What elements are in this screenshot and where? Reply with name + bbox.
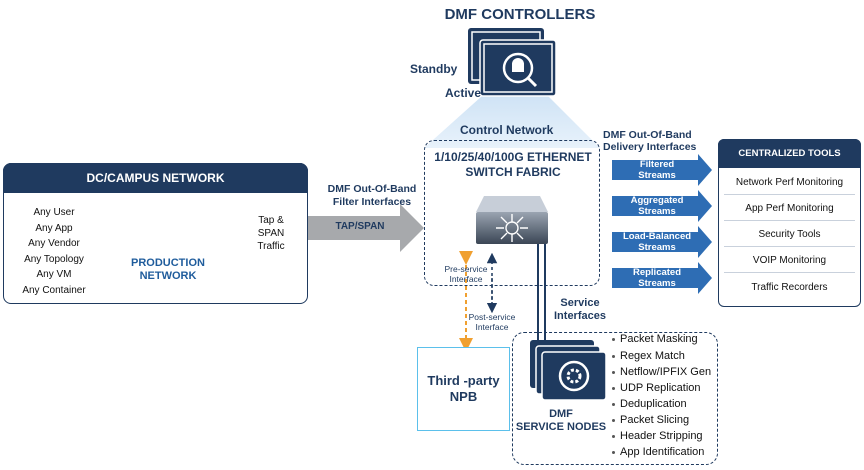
active-label: Active: [445, 86, 482, 100]
control-network-label: Control Network: [460, 123, 554, 137]
svc-item-label: Packet Masking: [620, 333, 698, 345]
tool-item: Network Perf Monitoring: [724, 172, 855, 195]
tap-span-traffic-label: Tap & SPAN Traffic: [244, 214, 298, 253]
production-line2: NETWORK: [139, 270, 197, 282]
filter-line2: Filter Interfaces: [332, 196, 412, 208]
service-line1: Service: [560, 297, 600, 309]
tap-line3: Traffic: [257, 241, 285, 252]
list-item: Packet Slicing: [612, 412, 689, 428]
stream-aggregated: Aggregated Streams: [612, 195, 702, 217]
dc-campus-header: DC/CAMPUS NETWORK: [3, 163, 308, 193]
svc-line2: SERVICE NODES: [515, 421, 607, 433]
switch-fabric-title: 1/10/25/40/100G ETHERNET SWITCH FABRIC: [428, 150, 598, 180]
svc-item-label: Deduplication: [620, 398, 687, 410]
switch-icon: [476, 196, 548, 244]
list-item: Any Topology: [24, 253, 84, 265]
stream-filtered: Filtered Streams: [612, 159, 702, 181]
filter-line1: DMF Out-Of-Band: [327, 183, 417, 195]
delivery-line2: Delivery Interfaces: [603, 141, 697, 153]
bullet-icon: [612, 386, 615, 390]
production-line1: PRODUCTION: [131, 257, 205, 269]
dc-campus-list: Any User Any App Any Vendor Any Topology…: [14, 205, 94, 298]
standby-label: Standby: [410, 62, 458, 76]
list-item: App Identification: [612, 444, 704, 460]
list-item: Regex Match: [612, 348, 685, 364]
stream-load-balanced: Load-Balanced Streams: [612, 231, 702, 253]
list-item: Header Stripping: [612, 428, 703, 444]
svc-item-label: App Identification: [620, 446, 705, 458]
svc-item-label: Packet Slicing: [620, 414, 690, 426]
list-item: Netflow/IPFIX Gen: [612, 364, 711, 380]
third-party-npb-box: [417, 347, 510, 431]
list-item: Any App: [35, 222, 73, 234]
switch-fabric-box: [424, 140, 600, 286]
post-line2: Interface: [475, 322, 509, 332]
fabric-title-line1: 1/10/25/40/100G ETHERNET: [434, 150, 592, 164]
bullet-icon: [612, 370, 615, 374]
svc-line1: DMF: [549, 408, 573, 420]
stream-line1: Filtered: [639, 159, 675, 170]
pre-line1: Pre-service: [444, 264, 488, 274]
stream-line2: Streams: [638, 206, 676, 217]
bullet-icon: [612, 337, 615, 341]
bullet-icon: [612, 418, 615, 422]
list-item: Any Vendor: [28, 238, 80, 249]
pre-service-label: Pre-service Interface: [436, 264, 496, 284]
bullet-icon: [612, 450, 615, 454]
svc-item-label: Regex Match: [620, 350, 685, 362]
stream-line2: Streams: [638, 170, 676, 181]
service-nodes-box: [512, 332, 718, 465]
controller-active-icon: [479, 39, 557, 97]
stream-replicated: Replicated Streams: [612, 267, 702, 289]
npb-line1: Third -party: [427, 373, 500, 388]
delivery-stream-arrows: [612, 154, 712, 294]
tool-item: Traffic Recorders: [751, 282, 828, 293]
tap-line2: SPAN: [257, 228, 285, 239]
tool-item: VOIP Monitoring: [724, 250, 855, 273]
tap-span-arrow: [308, 204, 424, 252]
list-item: Any User: [33, 207, 75, 218]
stream-line1: Load-Balanced: [622, 231, 692, 242]
list-item: Any VM: [36, 269, 72, 280]
bullet-icon: [612, 402, 615, 406]
delivery-interfaces-label: DMF Out-Of-Band Delivery Interfaces: [603, 129, 713, 153]
post-service-label: Post-service Interface: [462, 312, 522, 332]
stream-line2: Streams: [638, 242, 676, 253]
service-node-icon: [530, 340, 607, 401]
stream-line2: Streams: [638, 278, 676, 289]
list-item: Packet Masking: [612, 331, 698, 347]
list-item: UDP Replication: [612, 380, 701, 396]
tool-item: App Perf Monitoring: [724, 198, 855, 221]
stream-line1: Aggregated: [630, 195, 684, 206]
service-interface-lines: [537, 244, 546, 340]
delivery-line1: DMF Out-Of-Band: [603, 129, 692, 141]
tap-span-arrow-label: TAP/SPAN: [335, 221, 385, 232]
third-party-npb-label: Third -party NPB: [417, 373, 510, 405]
svc-item-label: Netflow/IPFIX Gen: [620, 366, 712, 378]
production-network-label: PRODUCTION NETWORK: [118, 257, 218, 283]
service-nodes-label: DMF SERVICE NODES: [512, 408, 610, 434]
service-line2: Interfaces: [554, 310, 606, 322]
npb-line2: NPB: [449, 389, 478, 404]
service-interfaces-label: Service Interfaces: [545, 297, 615, 323]
centralized-tools-header: CENTRALIZED TOOLS: [718, 139, 861, 168]
control-network-beam: [424, 96, 600, 148]
fabric-title-line2: SWITCH FABRIC: [465, 165, 561, 179]
list-item: Any Container: [22, 284, 86, 296]
controllers-title: DMF CONTROLLERS: [444, 6, 596, 23]
tool-item: Security Tools: [724, 224, 855, 247]
bullet-icon: [612, 434, 615, 438]
list-item: Deduplication: [612, 396, 687, 412]
stream-line1: Replicated: [632, 267, 682, 278]
bullet-icon: [612, 354, 615, 358]
svc-item-label: Header Stripping: [620, 430, 703, 442]
svc-item-label: UDP Replication: [620, 382, 701, 394]
pre-line2: Interface: [449, 274, 483, 284]
filter-interfaces-label: DMF Out-Of-Band Filter Interfaces: [322, 183, 422, 209]
tap-line1: Tap &: [258, 215, 284, 226]
post-line1: Post-service: [468, 312, 516, 322]
